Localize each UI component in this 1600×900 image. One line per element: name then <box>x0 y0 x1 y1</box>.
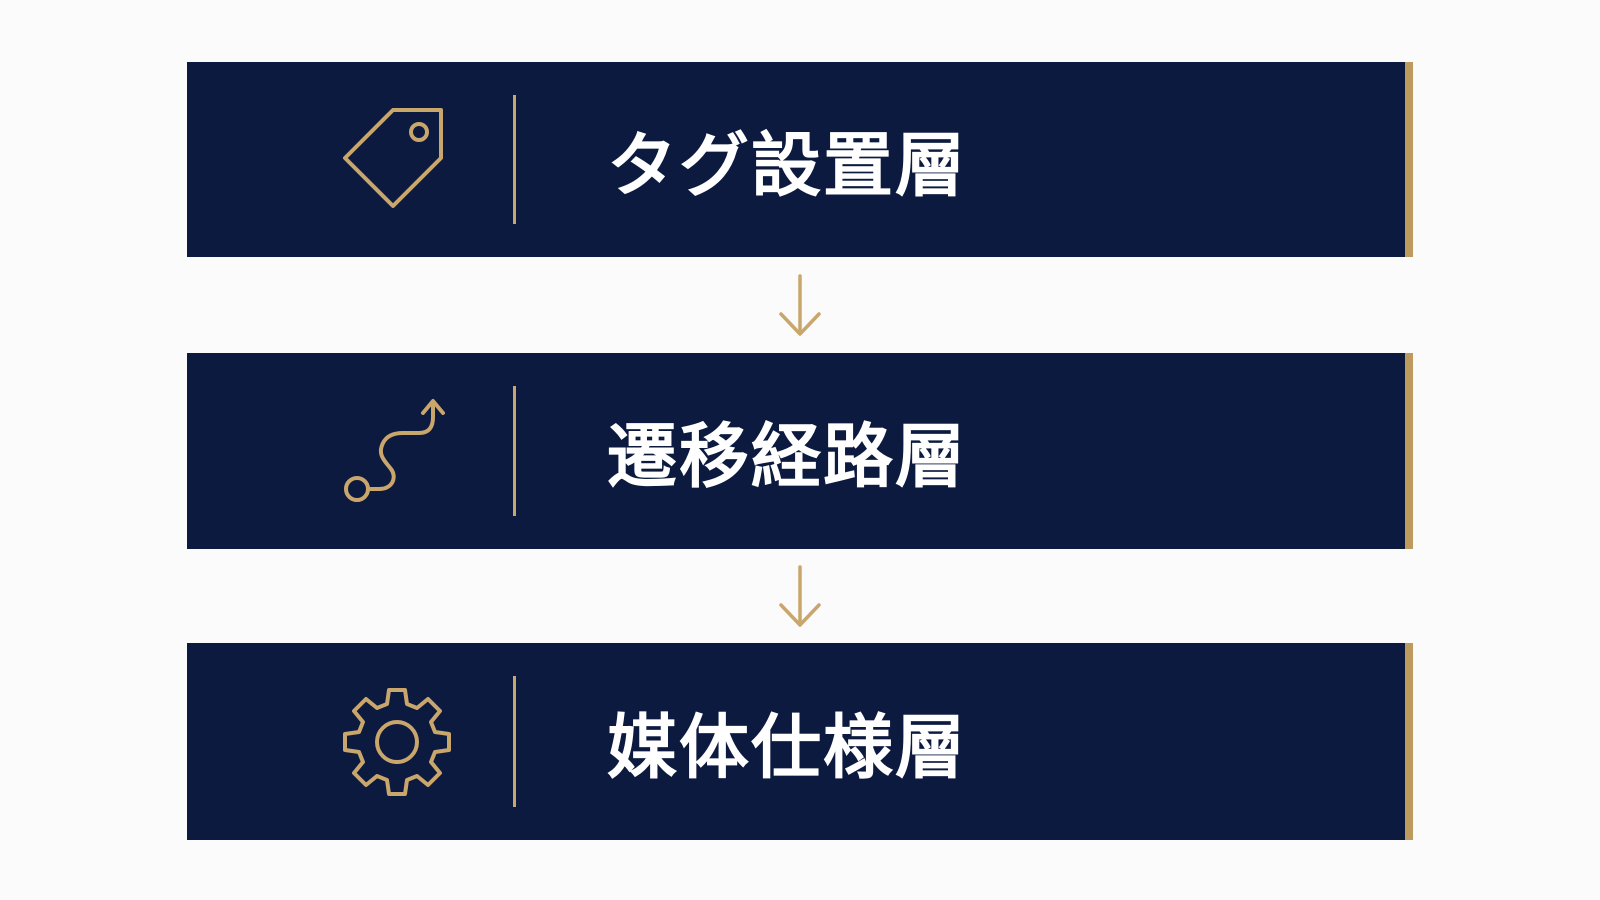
layer-transition-path: 遷移経路層 <box>187 353 1413 549</box>
arrow-down-icon <box>777 565 823 629</box>
layer-media-spec: 媒体仕様層 <box>187 643 1413 840</box>
layer-tag-placement: タグ設置層 <box>187 62 1413 257</box>
layer-label: 遷移経路層 <box>607 415 967 498</box>
layer-divider <box>513 386 516 516</box>
layer-label: 媒体仕様層 <box>607 706 967 788</box>
layer-divider <box>513 676 516 807</box>
layer-divider <box>513 95 516 224</box>
gear-icon <box>337 682 457 802</box>
tag-icon <box>337 100 457 220</box>
route-path-icon <box>337 391 457 511</box>
arrow-down-icon <box>777 274 823 338</box>
layer-label: タグ設置層 <box>607 124 967 206</box>
